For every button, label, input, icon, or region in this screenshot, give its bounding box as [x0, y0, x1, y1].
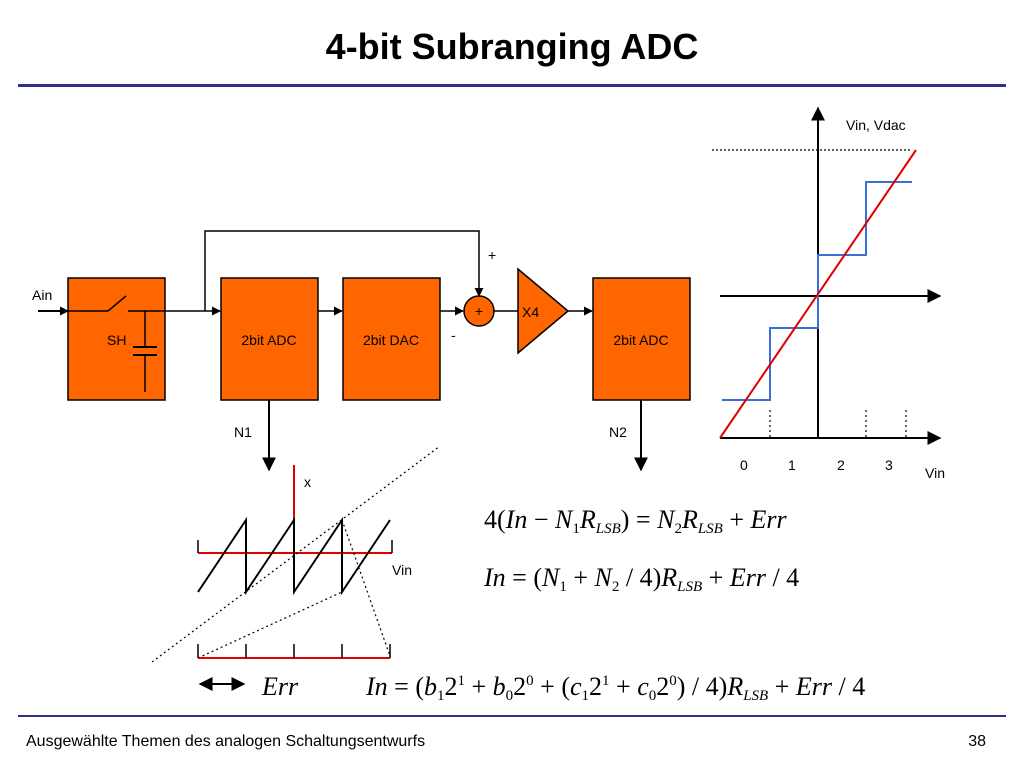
- equation-3: In = (b121 + b020 + (c121 + c020) / 4)RL…: [365, 672, 865, 704]
- summer-minus-label: -: [451, 327, 456, 343]
- zoom-dotted-lines: [151, 445, 441, 663]
- transfer-threshold-ticks: [769, 410, 907, 438]
- coarse-adc-label: 2bit ADC: [241, 332, 296, 348]
- slide-title: 4-bit Subranging ADC: [325, 26, 699, 67]
- sample-hold-label: SH: [107, 332, 126, 348]
- page-number: 38: [968, 733, 986, 750]
- transfer-tick-1: 1: [788, 457, 796, 473]
- equations: 4(In − N1RLSB) = N2RLSB + Err In = (N1 +…: [365, 505, 865, 704]
- ideal-vin-line: [719, 149, 917, 439]
- transfer-y-label: Vin, Vdac: [846, 117, 906, 133]
- footer-text: Ausgewählte Themen des analogen Schaltun…: [26, 733, 426, 750]
- transfer-tick-3: 3: [885, 457, 893, 473]
- title-rule: [18, 84, 1006, 87]
- error-scale-ticks: [197, 644, 391, 658]
- residue-plot: x Vin Err: [151, 445, 441, 701]
- dac-block: [342, 277, 441, 401]
- err-label: Err: [261, 672, 299, 701]
- block-diagram: Ain SH 2bit ADC 2bit DAC + + -: [32, 230, 691, 472]
- fine-adc-block: [592, 277, 691, 401]
- sample-hold-switch-icon: [68, 295, 165, 392]
- dac-label: 2bit DAC: [363, 332, 419, 348]
- dac-staircase-line: [722, 181, 912, 401]
- residue-sawtooth: [197, 516, 391, 596]
- gain-amplifier-label: X4: [522, 304, 539, 320]
- transfer-tick-0: 0: [740, 457, 748, 473]
- footer-rule: [18, 715, 1006, 717]
- equation-2: In = (N1 + N2 / 4)RLSB + Err / 4: [483, 563, 799, 595]
- transfer-plot: Vin, Vdac Vin 0 1 2 3: [712, 106, 945, 481]
- residue-x-label: x: [304, 474, 311, 490]
- feedforward-path: [204, 230, 484, 311]
- input-label: Ain: [32, 287, 52, 303]
- summer-plus-label: +: [488, 247, 496, 263]
- n1-label: N1: [234, 424, 252, 440]
- residue-vin-label: Vin: [392, 562, 412, 578]
- sample-hold-block: [67, 277, 166, 401]
- fine-adc-label: 2bit ADC: [613, 332, 668, 348]
- n2-label: N2: [609, 424, 627, 440]
- gain-amplifier-icon: [517, 267, 570, 355]
- summing-junction-sign: +: [475, 303, 483, 319]
- equation-1: 4(In − N1RLSB) = N2RLSB + Err: [484, 505, 788, 537]
- residue-axis-ticks: [197, 540, 393, 553]
- transfer-x-label: Vin: [925, 465, 945, 481]
- transfer-tick-2: 2: [837, 457, 845, 473]
